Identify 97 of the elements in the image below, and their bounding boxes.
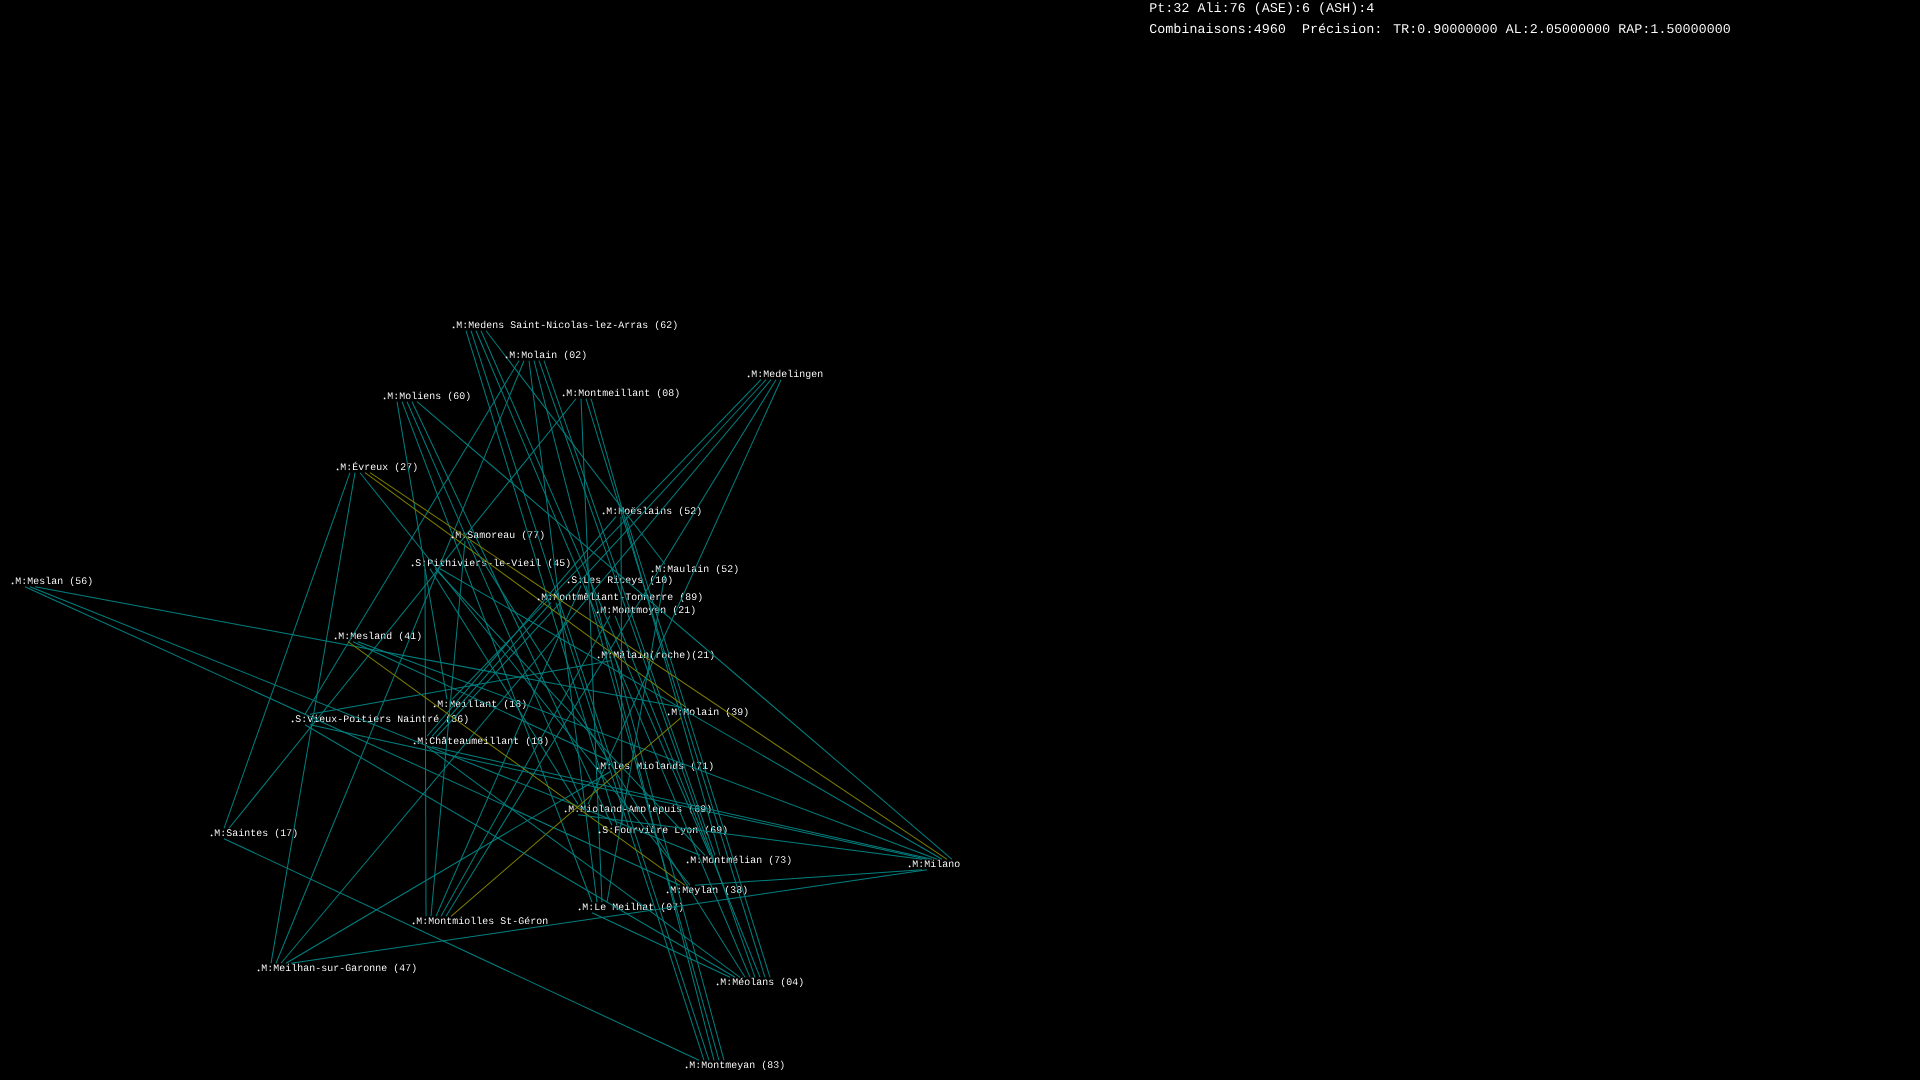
alignment-line: [285, 771, 611, 964]
alignment-line: [436, 379, 767, 737]
alignment-line: [309, 660, 612, 715]
alignment-line: [470, 330, 710, 1061]
status-text: Combinaisons:4960 Précision: TR:0.90000000 AL:2.05000000 RAP:1.50000000: [1149, 23, 1730, 34]
alignment-line: [290, 869, 928, 964]
place-label: S:Pithiviers-le-Vieil (45): [415, 558, 570, 569]
alignment-line: [694, 869, 923, 886]
place-label: M:Montmeyan (83): [689, 1060, 784, 1071]
alignment-line: [431, 602, 552, 737]
alignment-line: [587, 379, 782, 805]
alignment-line: [475, 330, 751, 978]
place-label: M:Montmeillant (08): [566, 388, 679, 399]
place-label: M:Châteaumeillant (18): [417, 736, 548, 747]
alignment-line: [357, 641, 938, 860]
place-label: M:Meylan (38): [670, 885, 747, 896]
alignment-line: [426, 516, 617, 737]
alignment-line: [270, 472, 356, 964]
alignment-line: [347, 641, 686, 886]
alignment-line: [485, 330, 666, 565]
place-label: M:Évreux (27): [340, 461, 417, 473]
place-label: M:Montmélian (73): [690, 855, 791, 866]
alignment-line: [431, 746, 933, 860]
alignment-line: [451, 379, 762, 700]
alignment-line: [450, 717, 682, 917]
alignment-line: [625, 516, 771, 978]
place-label: M:Maulain (52): [655, 564, 738, 575]
alignment-line: [434, 568, 706, 856]
alignment-line: [445, 379, 777, 917]
place-label: M:Moliens (60): [387, 391, 470, 402]
alignment-line: [426, 746, 741, 978]
place-label: M:Mesland (41): [338, 631, 421, 642]
alignment-line: [223, 838, 700, 1061]
place-label: M:Milano: [912, 859, 960, 868]
place-label: M:Montmêliant-Tonnerre (89): [541, 592, 702, 603]
place-label: M:Montmoyen (21): [600, 605, 695, 616]
alignment-line: [614, 615, 761, 978]
alignment-line: [533, 360, 715, 1061]
alignment-line: [359, 472, 691, 886]
alignment-line: [591, 912, 731, 978]
alignment-line: [620, 516, 623, 826]
alignment-line: [411, 401, 613, 826]
alignment-line: [480, 330, 711, 856]
place-label: S:Vieux-Poitiers Naintré (86): [295, 714, 468, 725]
alignment-line: [280, 379, 772, 964]
place-label: M:Montmiolles St-Géron: [416, 916, 548, 925]
place-label: S:Les Riceys (10): [571, 575, 672, 586]
place-label: M:Mâlain(roche)(21): [601, 650, 714, 661]
alignment-line: [585, 398, 766, 978]
place-label: M:Le Meilhat (07): [582, 902, 683, 913]
place-label: M:Mioland-Amplepuis (69): [568, 804, 711, 815]
place-label: M:Meillant (18): [437, 699, 526, 710]
alignment-line: [435, 585, 582, 917]
alignment-line: [396, 401, 448, 700]
place-label: M:Meslan (56): [15, 576, 92, 587]
alignment-line: [352, 641, 611, 762]
alignment-line: [364, 472, 687, 708]
alignment-line: [401, 401, 593, 903]
place-label: M:Meilhan-sur-Garonne (47): [261, 963, 416, 974]
place-label: M:Méolans (04): [720, 977, 803, 988]
alignment-line: [34, 586, 682, 708]
alignment-line: [416, 401, 953, 860]
place-label: M:Moëslains (52): [606, 506, 701, 517]
alignment-line: [369, 472, 948, 860]
alignment-line: [580, 398, 603, 903]
alignment-line: [439, 568, 943, 860]
place-label: M:Saintes (17): [214, 828, 297, 839]
alignment-line: [585, 585, 720, 1061]
alignment-line: [309, 724, 928, 860]
alignment-line: [543, 360, 716, 856]
alignment-line: [228, 398, 577, 829]
place-label: M:Medens Saint-Nicolas-lez-Arras (62): [456, 320, 677, 331]
alignment-line: [304, 724, 736, 978]
alignment-line: [528, 360, 598, 903]
alignment-line: [223, 472, 351, 829]
alignment-line: [430, 540, 466, 917]
alignment-line: [615, 660, 725, 1061]
alignment-line: [606, 574, 666, 903]
alignment-line: [304, 360, 520, 715]
place-label: M:les Miolands (71): [600, 761, 713, 772]
place-label: M:Molain (02): [509, 350, 586, 361]
place-label: S:Fourvičre Lyon (69): [602, 825, 727, 836]
alignment-line: [469, 540, 746, 978]
place-label: M:Molain (39): [671, 707, 748, 718]
place-label: M:Medelingen: [751, 369, 823, 380]
alignment-line: [424, 568, 427, 917]
alignment-line: [590, 398, 721, 856]
alignment-line: [555, 602, 705, 1061]
alignment-line: [429, 568, 579, 805]
alignment-line: [275, 360, 525, 964]
status-text: Pt:32 Ali:76 (ASE):6 (ASH):4: [1150, 2, 1374, 15]
alignment-line: [440, 615, 611, 917]
alignment-line: [406, 401, 584, 805]
alignment-line: [577, 814, 923, 860]
place-label: M:Samoreau (77): [455, 530, 544, 541]
alignment-line: [538, 360, 756, 978]
alignment-line: [465, 330, 618, 826]
